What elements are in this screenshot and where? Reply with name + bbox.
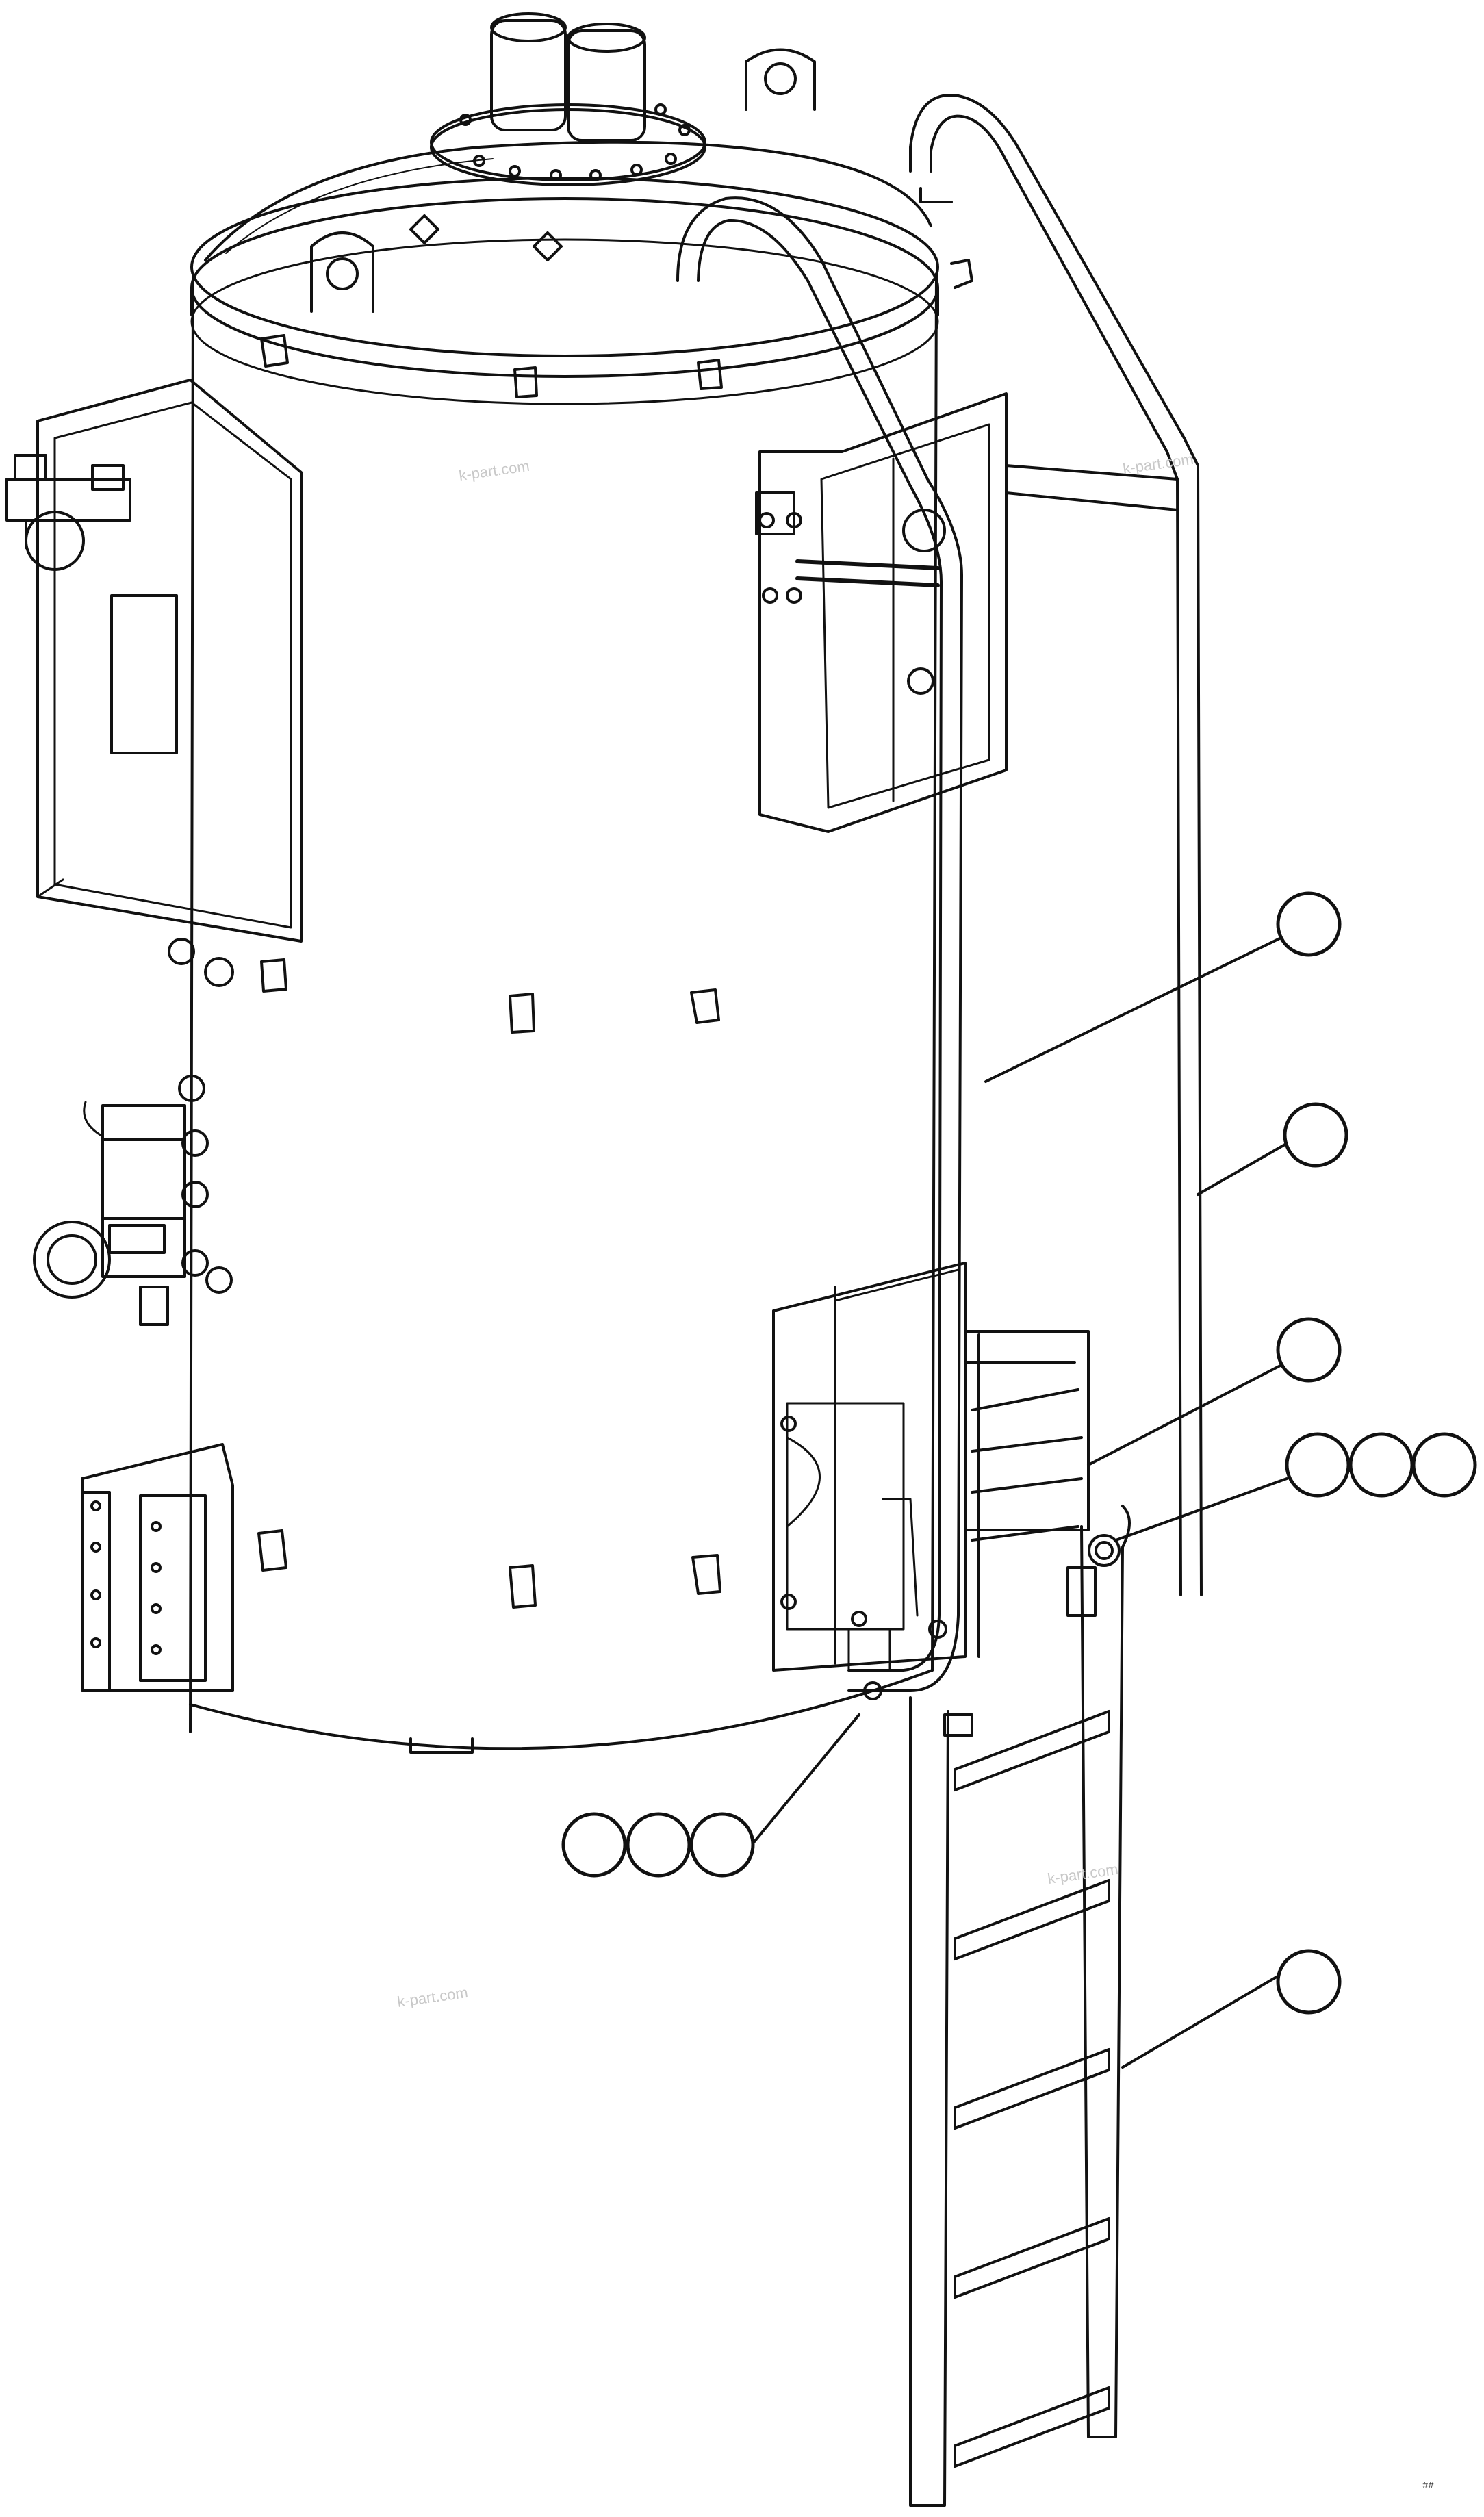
left-junction-box [5, 379, 303, 943]
hand-rails [676, 93, 1203, 1692]
callout-balloon [1276, 1317, 1342, 1383]
callout-leaders [745, 930, 1301, 2069]
callout-balloon [561, 1812, 627, 1878]
ladder [909, 1505, 1131, 2507]
left-valve-assembly [33, 938, 234, 1326]
ladder-rungs [954, 1710, 1110, 2468]
corner-code: ## [1422, 2481, 1434, 2492]
callout-balloon [1285, 1432, 1351, 1498]
callout-balloon [1283, 1102, 1348, 1168]
callout-balloon [1348, 1432, 1414, 1498]
upper-ladder-bracket [755, 392, 1179, 833]
tank-body [189, 12, 973, 1754]
callout-balloon [626, 1812, 691, 1878]
callout-balloon [689, 1812, 755, 1878]
callout-balloon [1276, 1949, 1342, 2015]
callout-balloons [561, 891, 1477, 2015]
left-lower-bracket [81, 1443, 234, 1692]
callout-balloon [1276, 891, 1342, 957]
lower-ladder-bracket [772, 1262, 1090, 1700]
callout-balloon [1411, 1432, 1477, 1498]
